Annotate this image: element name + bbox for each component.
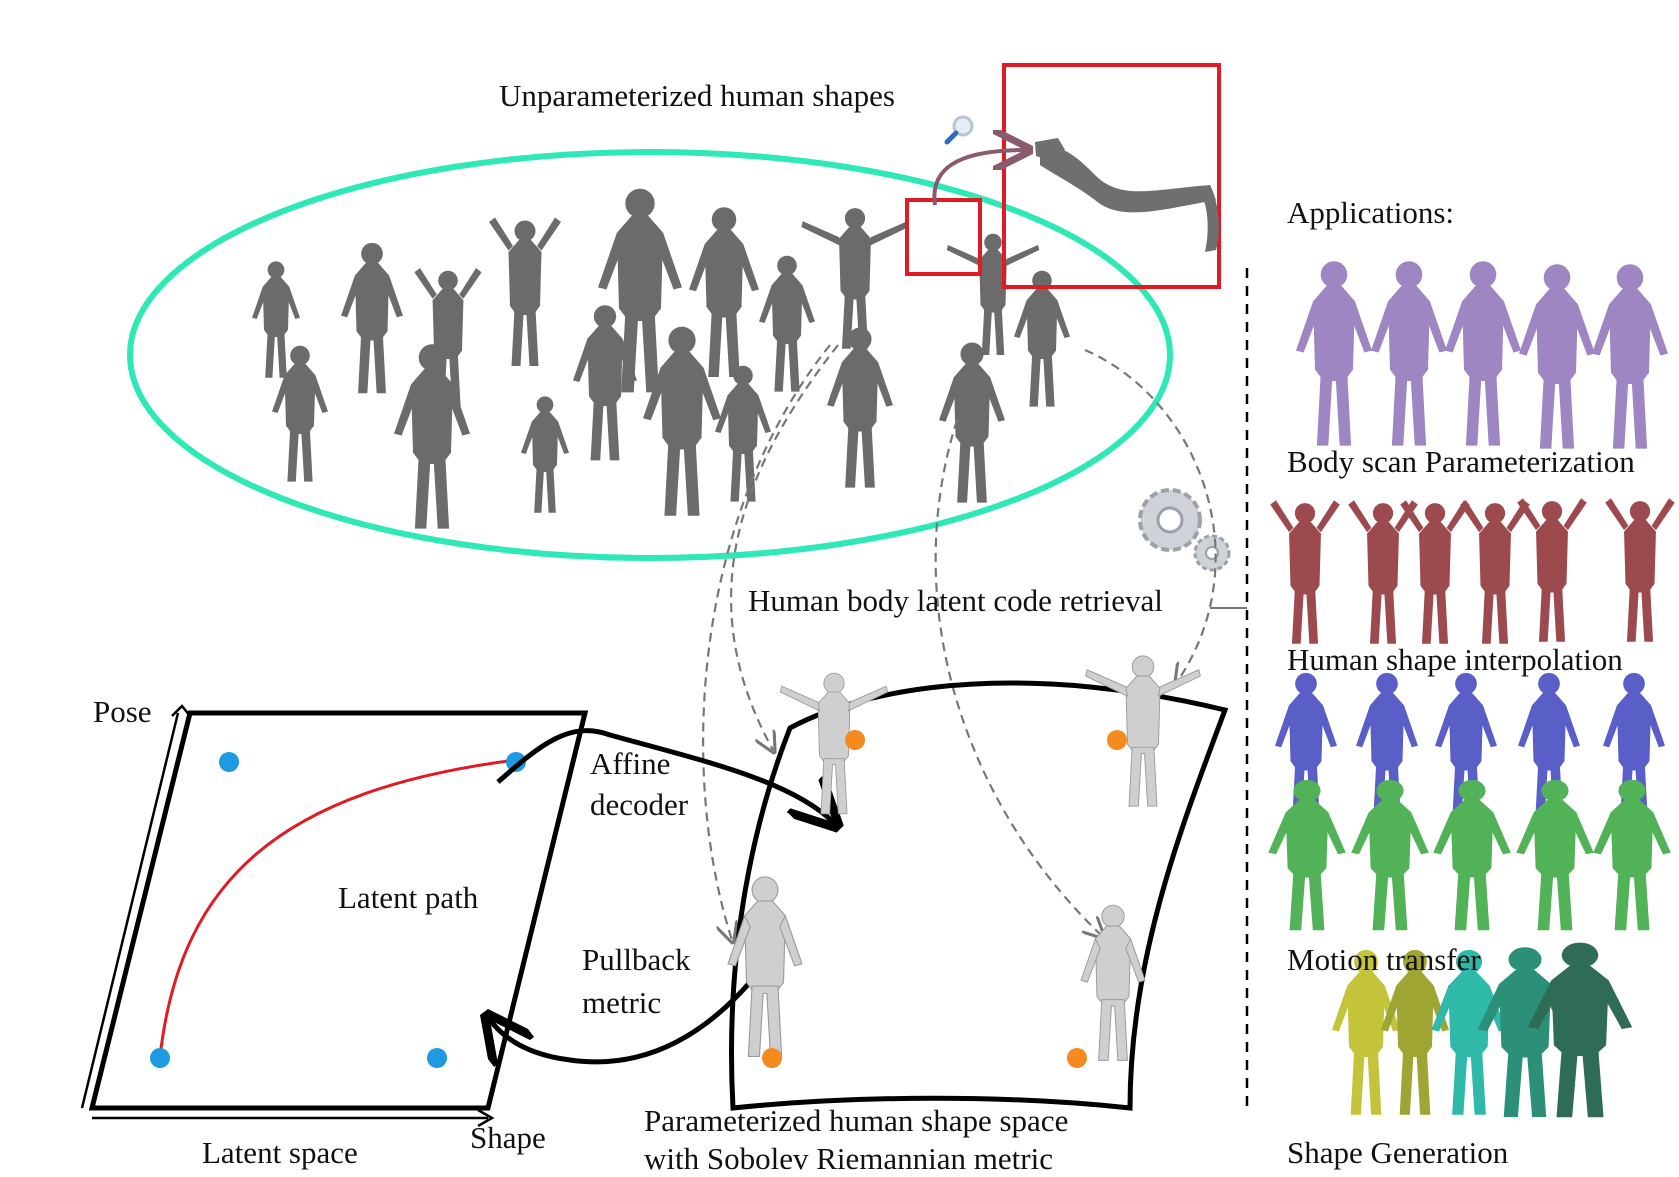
latent-points (150, 752, 526, 1068)
pose-axis-label: Pose (93, 694, 152, 729)
interpolation-app-figures (1270, 498, 1675, 644)
latent-path (158, 758, 517, 1058)
parameterized-space-label-line1: Parameterized human shape space (644, 1103, 1069, 1138)
retrieval-arrows (702, 344, 1217, 940)
pullback-metric-label-line2: metric (582, 985, 662, 1020)
shape-manifold (729, 680, 1229, 1111)
zoom-detail-box (1002, 63, 1221, 289)
magnifier-icon (944, 115, 974, 145)
latent-space-label: Latent space (202, 1135, 358, 1170)
gears-icon (1138, 488, 1231, 572)
manifold-points (762, 730, 1127, 1068)
affine-decoder-label-line2: decoder (590, 787, 689, 822)
zoom-arrow (932, 150, 1025, 206)
pullback-metric-label-line1: Pullback (582, 942, 691, 977)
shape-generation-label: Shape Generation (1287, 1135, 1509, 1170)
unparameterized-shapes-label: Unparameterized human shapes (499, 78, 895, 113)
latent-space-plane (80, 704, 589, 1128)
affine-decoder-label-line1: Affine (590, 746, 671, 781)
latent-code-retrieval-label: Human body latent code retrieval (748, 583, 1163, 618)
body-scan-app-figures (1296, 261, 1668, 449)
body-scan-parameterization-label: Body scan Parameterization (1287, 444, 1635, 479)
pullback-metric-arrow (490, 978, 754, 1062)
decoded-figures (727, 655, 1202, 1062)
zoom-detail-arm (1035, 138, 1219, 252)
zoom-source-box (905, 198, 982, 276)
scan-figures (252, 188, 1070, 529)
affine-decoder-arrow (496, 728, 833, 822)
parameterized-space-label-line2: with Sobolev Riemannian metric (644, 1141, 1053, 1176)
applications-heading: Applications: (1287, 195, 1455, 230)
motion-app-figures-bottom (1268, 779, 1671, 931)
scan-cloud-ellipse (127, 149, 1173, 561)
motion-transfer-label: Motion transfer (1287, 942, 1481, 977)
shape-axis-label: Shape (470, 1120, 546, 1155)
latent-path-label: Latent path (338, 880, 479, 915)
human-shape-interpolation-label: Human shape interpolation (1287, 642, 1623, 677)
